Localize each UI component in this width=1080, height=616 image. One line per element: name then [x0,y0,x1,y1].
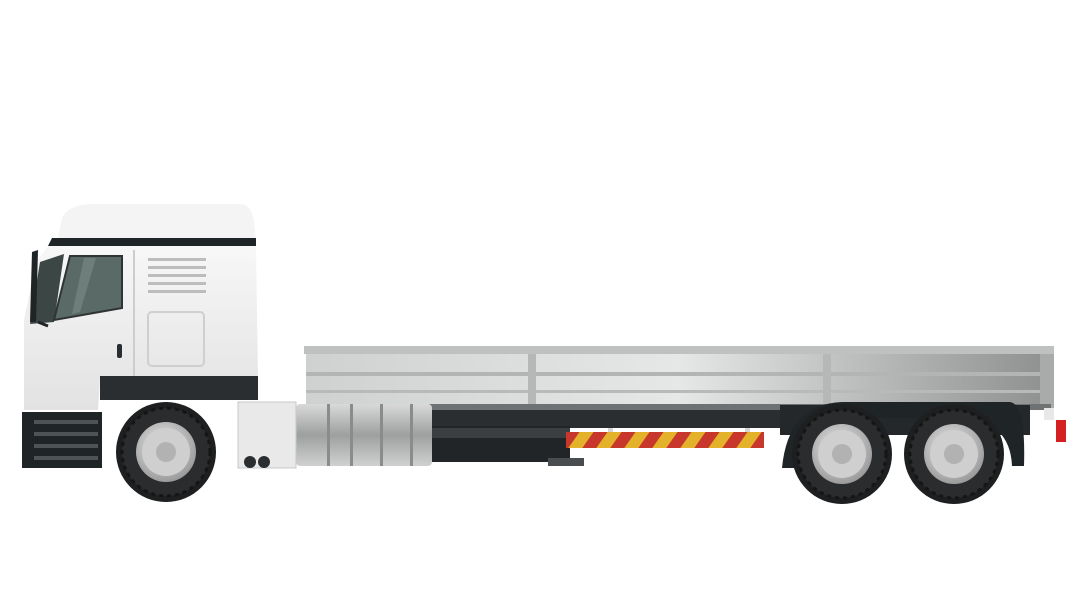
exhaust-tip [258,456,270,468]
flatbed-side-panel [306,354,1051,406]
fuel-tank [296,404,432,466]
flatbed-post [528,354,536,406]
cab-stripe [48,238,256,246]
hazard-bar [566,432,764,448]
cab-roof [58,204,256,240]
front-wheel [116,402,216,502]
exhaust-tip [244,456,256,468]
flatbed-post [823,354,831,406]
cab-window [52,255,123,322]
flatbed [304,346,1054,432]
side-vent [148,258,206,293]
rear-wheel-2 [904,404,1004,504]
sleeper-panel [147,311,205,367]
tail-light [1056,420,1066,442]
cab-skirt [100,376,258,400]
mirror [30,250,38,322]
windshield [30,254,64,324]
flatbed-top-rail [304,346,1054,354]
cab [22,204,258,468]
rear-wheel-1 [792,404,892,504]
door-handle [117,344,122,358]
